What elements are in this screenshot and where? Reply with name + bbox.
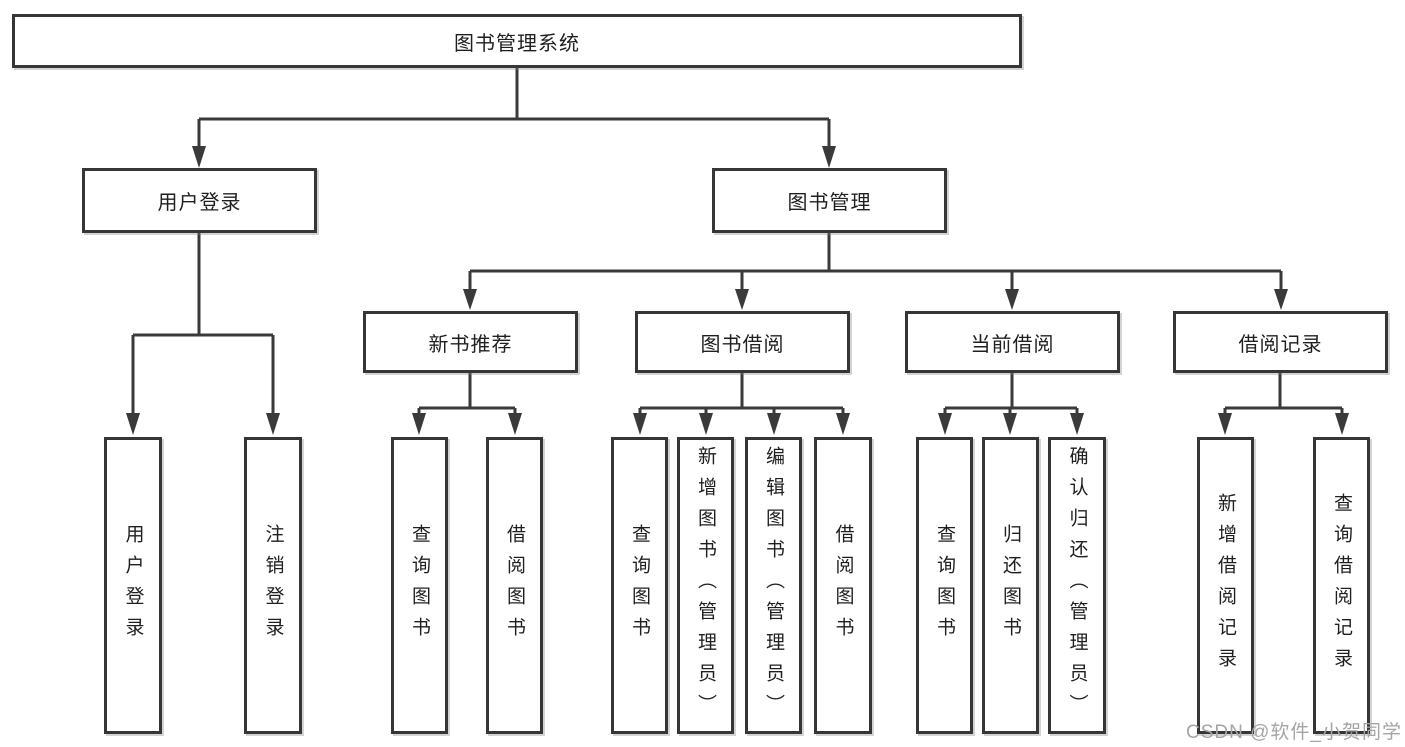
node-user-login: 用户登录 — [82, 168, 317, 233]
leaf-user-login: 用户登录 — [104, 437, 162, 734]
node-new-book-recommend: 新书推荐 — [363, 311, 578, 373]
leaf-edit-book-admin: 编辑图书（管理员） — [745, 437, 802, 734]
leaf-logout: 注销登录 — [244, 437, 302, 734]
leaf-query-borrow-record: 查询借阅记录 — [1313, 437, 1370, 734]
node-book-borrow: 图书借阅 — [635, 311, 850, 373]
node-borrow-record: 借阅记录 — [1173, 311, 1388, 373]
connector-current-to-leaves — [943, 373, 1079, 413]
leaf-return-book: 归还图书 — [982, 437, 1039, 734]
leaf-add-book-admin: 新增图书（管理员） — [677, 437, 734, 734]
leaf-borrow-book-2: 借阅图书 — [814, 437, 872, 734]
csdn-watermark: CSDN @软件_小贺同学 — [1186, 722, 1402, 743]
leaf-borrow-book-1: 借阅图书 — [486, 437, 543, 734]
arrowheads — [126, 146, 1349, 435]
leaf-query-book-3: 查询图书 — [916, 437, 973, 734]
connector-root-to-level2 — [197, 68, 831, 146]
node-current-borrow: 当前借阅 — [905, 311, 1120, 373]
connector-bookmgmt-to-level3 — [468, 233, 1283, 289]
connector-record-to-leaves — [1223, 373, 1344, 413]
node-book-management: 图书管理 — [712, 168, 947, 233]
node-root: 图书管理系统 — [12, 14, 1022, 68]
leaf-confirm-return-admin: 确认归还（管理员） — [1048, 437, 1106, 734]
connector-userlogin-to-leaves — [131, 233, 275, 413]
connector-borrow-to-leaves — [638, 373, 845, 413]
leaf-query-book-2: 查询图书 — [611, 437, 668, 734]
leaf-add-borrow-record: 新增借阅记录 — [1197, 437, 1254, 734]
leaf-query-book-1: 查询图书 — [391, 437, 448, 734]
connector-newbook-to-leaves — [417, 373, 517, 413]
